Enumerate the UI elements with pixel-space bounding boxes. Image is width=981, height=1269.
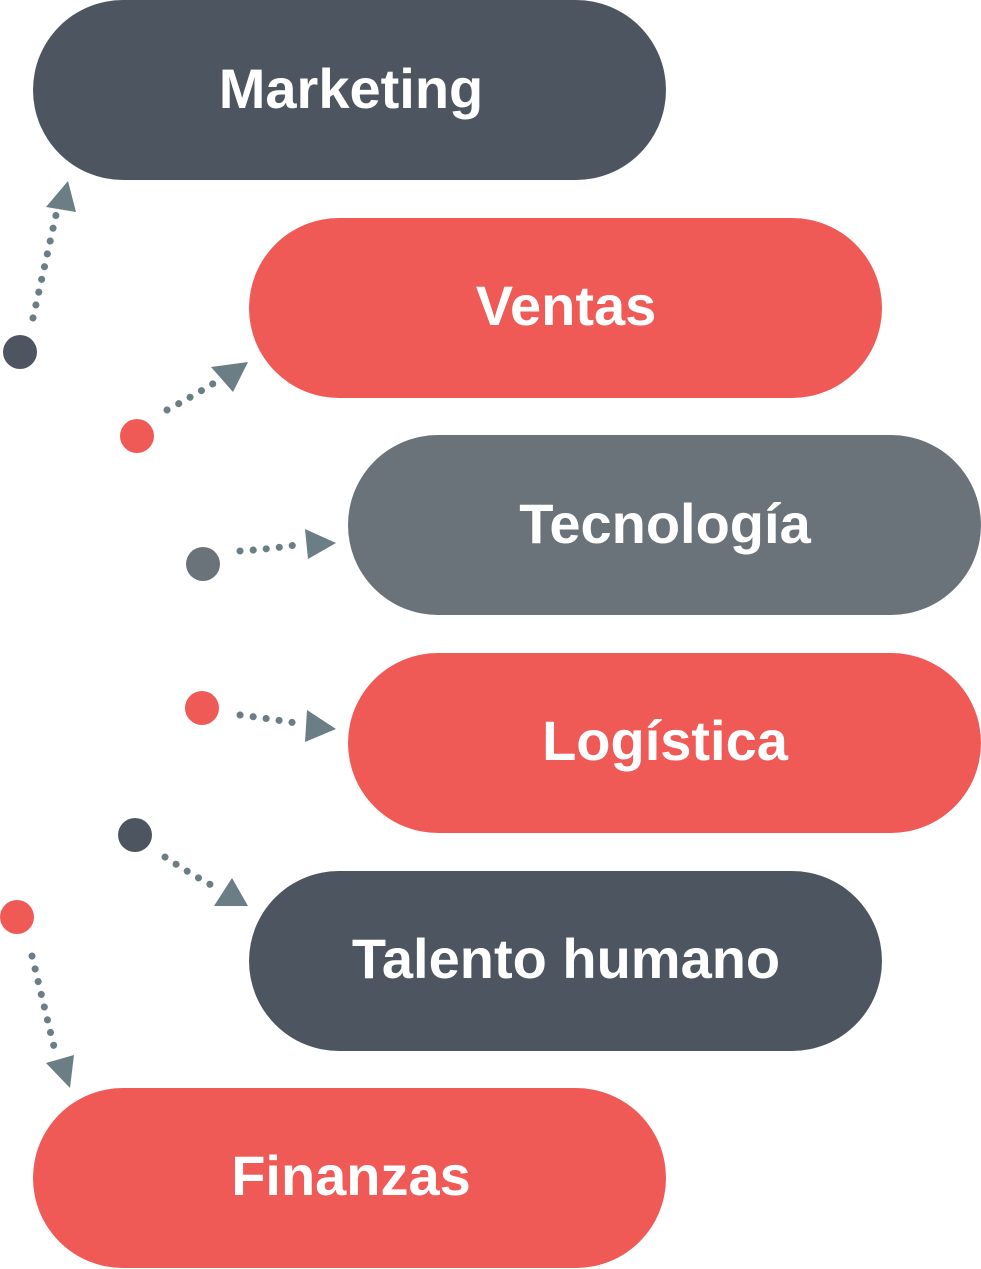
connector-tecnologia-line xyxy=(236,540,306,555)
pill-marketing-shape xyxy=(33,0,666,180)
connector-ventas-line xyxy=(163,376,223,414)
start-dot-marketing xyxy=(3,335,37,369)
connector-logistica xyxy=(236,710,336,742)
pill-logistica: Logística xyxy=(348,653,981,833)
arrowhead-marketing-icon xyxy=(46,181,76,212)
pill-logistica-label: Logística xyxy=(542,709,789,772)
pill-finanzas-shape xyxy=(33,1088,666,1268)
pill-talento-humano: Talento humano xyxy=(249,871,882,1051)
arrowhead-logistica-icon xyxy=(305,710,336,742)
pill-marketing-label: Marketing xyxy=(219,57,484,120)
pill-ventas-shape xyxy=(249,218,882,398)
start-dot-logistica xyxy=(185,691,219,725)
pill-tecnologia-shape xyxy=(348,435,981,615)
connector-finanzas xyxy=(28,952,74,1088)
connector-finanzas-line xyxy=(28,952,60,1059)
start-dot-finanzas xyxy=(0,900,34,934)
connector-logistica-line xyxy=(236,711,306,728)
pill-marketing: Marketing xyxy=(33,0,666,180)
start-dot-ventas xyxy=(120,419,154,453)
pill-finanzas-label: Finanzas xyxy=(231,1144,471,1207)
arrowhead-tecnologia-icon xyxy=(305,529,336,559)
connector-talento-humano-line xyxy=(161,853,219,891)
connector-marketing-line xyxy=(29,202,62,322)
pill-logistica-shape xyxy=(348,653,981,833)
connector-talento-humano xyxy=(161,853,248,906)
arrowhead-talento-humano-icon xyxy=(214,878,248,906)
start-dot-talento-humano xyxy=(118,818,152,852)
pill-talento-humano-shape xyxy=(249,871,882,1051)
arrowhead-finanzas-icon xyxy=(46,1055,74,1088)
connector-marketing xyxy=(29,181,76,322)
pill-finanzas: Finanzas xyxy=(33,1088,666,1268)
pill-tecnologia: Tecnología xyxy=(348,435,981,615)
pill-ventas-label: Ventas xyxy=(476,274,657,337)
connector-tecnologia xyxy=(236,529,336,559)
arrowhead-ventas-icon xyxy=(211,362,248,392)
pill-tecnologia-label: Tecnología xyxy=(519,492,811,555)
connector-ventas xyxy=(163,362,248,414)
pill-talento-humano-label: Talento humano xyxy=(352,927,780,990)
start-dot-tecnologia xyxy=(186,547,220,581)
pill-ventas: Ventas xyxy=(249,218,882,398)
